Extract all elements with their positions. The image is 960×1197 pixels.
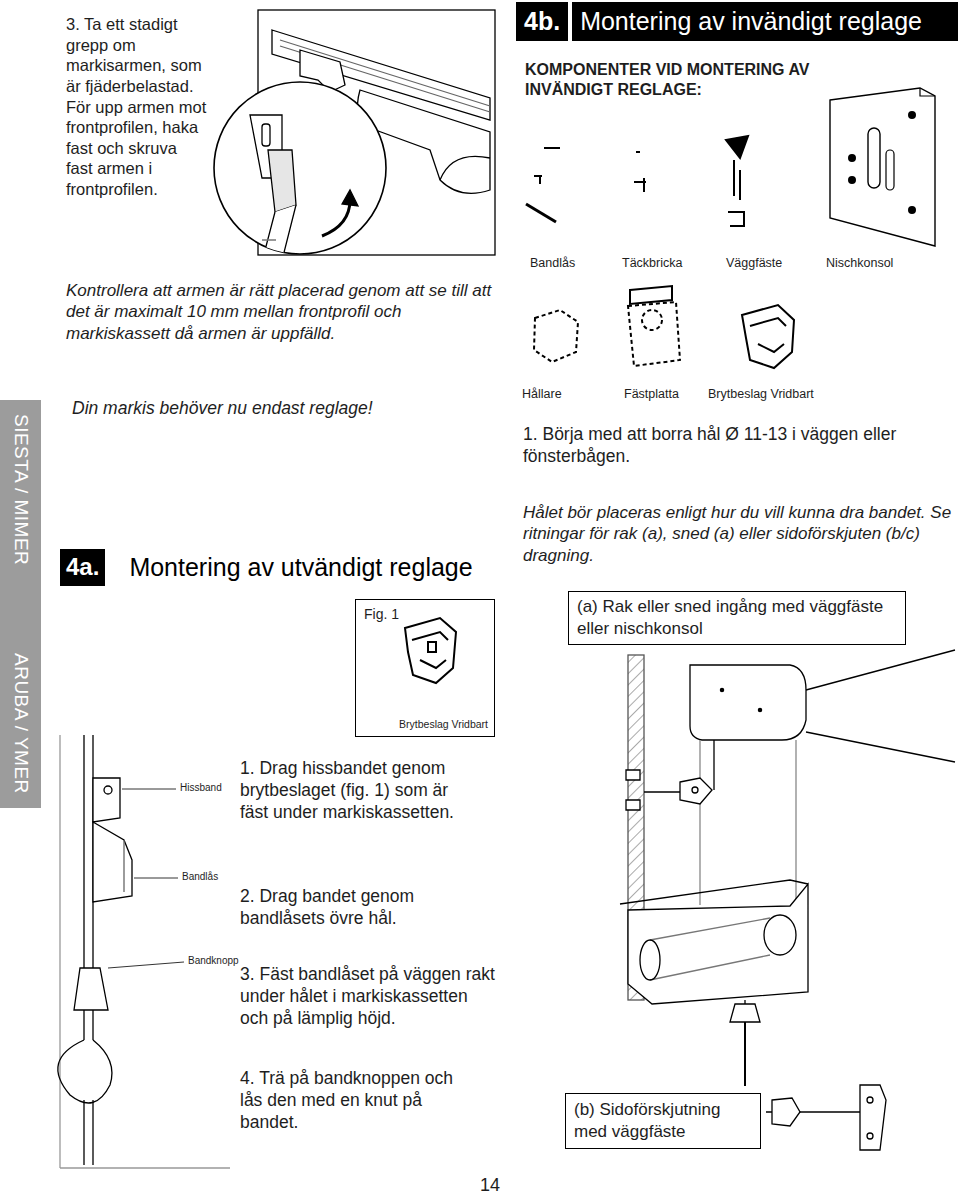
caption-text: (b) Sidoförskjutning med väggfäste [574, 1099, 752, 1143]
figure-caption: Brytbeslag Vridbart [399, 718, 488, 730]
caption-box: (b) Sidoförskjutning med väggfäste [565, 1093, 761, 1149]
components-heading: KOMPONENTER VID MONTERING AV INVÄNDIGT R… [525, 60, 815, 100]
step-text: 3. Ta ett stadigt grepp om markisarmen, … [66, 14, 208, 200]
step-text: 4. Trä på bandknoppen och lås den med en… [240, 1068, 476, 1134]
component-icons-row2 [534, 286, 794, 368]
band-figure [58, 735, 230, 1168]
section-number: 4a. [60, 549, 105, 586]
note-text: Din markis behöver nu endast reglage! [72, 398, 472, 420]
note-text: Kontrollera att armen är rätt placerad g… [66, 280, 506, 344]
side-tab: SIESTA / MIMER ARUBA / YMER [0, 400, 41, 808]
part-label: Brytbeslag Vridbart [708, 387, 858, 403]
bracket-icon [405, 618, 456, 683]
step-text: 2. Drag bandet genom bandlåsets övre hål… [240, 886, 476, 930]
part-label: Bandknopp [188, 955, 244, 968]
step-text: 1. Börja med att borra hål Ø 11-13 i väg… [523, 424, 943, 468]
heading-text: Montering av utvändigt reglage [129, 552, 472, 582]
step-text: 3. Fäst bandlåset på väggen rakt under h… [240, 964, 496, 1030]
page-number: 14 [480, 1174, 510, 1197]
awning-arm-figure [214, 10, 495, 300]
part-label: Fästplatta [624, 387, 704, 403]
step-text: 1. Drag hissbandet genom brytbeslaget (f… [240, 758, 476, 824]
section-heading: 4a. Montering av utvändigt reglage [60, 549, 500, 586]
figure-box: Fig. 1 Brytbeslag Vridbart [355, 599, 495, 737]
part-label: Täckbricka [622, 256, 712, 272]
part-label: Bandlås [530, 256, 610, 272]
note-text: Hålet bör placeras enligt hur du vill ku… [523, 502, 955, 566]
tab-text: ARUBA / YMER [10, 653, 32, 794]
section-heading: 4b.Montering av invändigt reglage [516, 2, 958, 41]
part-label: Hissband [180, 782, 238, 795]
section-number: 4b. [516, 2, 568, 41]
caption-box: (a) Rak eller sned ingång med väggfäste … [568, 591, 906, 645]
caption-text: (a) Rak eller sned ingång med väggfäste … [577, 596, 897, 640]
part-label: Väggfäste [726, 256, 816, 272]
part-label: Bandlås [182, 871, 238, 884]
part-label: Hållare [522, 387, 602, 403]
figure-number: Fig. 1 [364, 606, 399, 622]
component-icons [526, 88, 935, 246]
heading-text: Montering av invändigt reglage [572, 2, 958, 41]
tab-text: SIESTA / MIMER [10, 414, 32, 565]
part-label: Nischkonsol [826, 256, 926, 272]
